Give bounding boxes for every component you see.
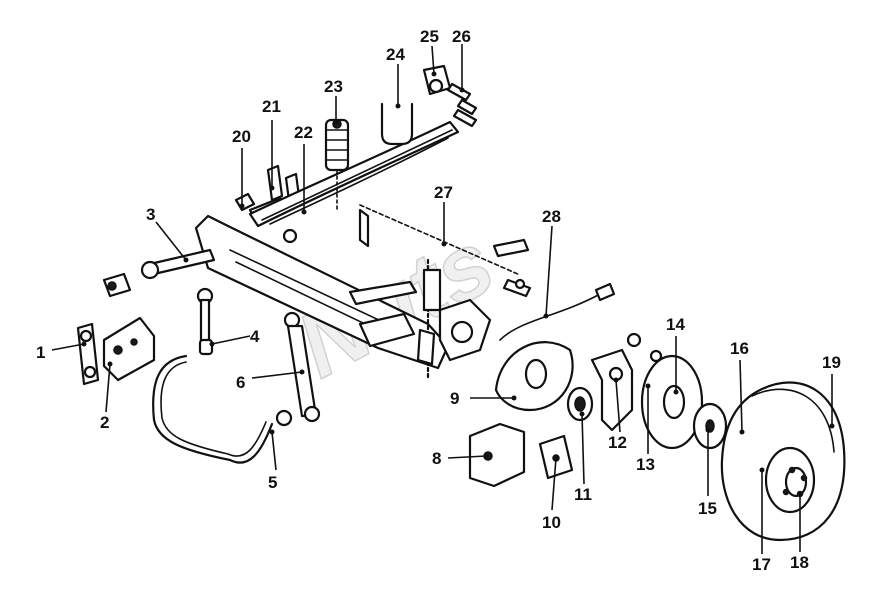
callout-16: 16: [730, 339, 749, 358]
callout-25: 25: [420, 27, 439, 46]
callout-6: 6: [236, 373, 245, 392]
callout-3: 3: [146, 205, 155, 224]
wheel-bearing: [566, 386, 594, 422]
front-axle-beam: [194, 204, 521, 370]
mount-bracket: [76, 322, 100, 386]
callout-8: 8: [432, 449, 441, 468]
callout-15: 15: [698, 499, 717, 518]
steering-box-plate: [102, 316, 156, 382]
brake-disc: [626, 332, 704, 450]
callout-10: 10: [542, 513, 561, 532]
callout-28: 28: [542, 207, 561, 226]
callout-26: 26: [452, 27, 471, 46]
tie-rod-end: [492, 238, 532, 298]
leader-lines: [51, 44, 835, 554]
leaf-spring: [248, 120, 460, 228]
wheel-and-tyre: [720, 381, 846, 542]
shackle-bracket: [422, 64, 478, 128]
brake-caliper: [468, 422, 526, 488]
callout-11: 11: [574, 485, 592, 504]
u-bolt: [380, 102, 414, 146]
callout-19: 19: [822, 353, 841, 372]
caliper-bracket: [590, 348, 634, 432]
steering-knuckle: [416, 258, 492, 382]
drop-link: [196, 287, 214, 356]
callout-1: 1: [36, 343, 45, 362]
brake-hose: [499, 282, 616, 341]
callout-23: 23: [324, 77, 343, 96]
callout-20: 20: [232, 127, 251, 146]
callout-17: 17: [752, 555, 771, 574]
callout-12: 12: [608, 433, 627, 452]
callout-9: 9: [450, 389, 459, 408]
wheel-hub: [692, 402, 728, 450]
callout-4: 4: [250, 327, 260, 346]
callout-labels: 1 2 3 4 5 6 8 9 10 11 12 13 14 15 16 17 …: [36, 27, 841, 574]
callout-14: 14: [666, 315, 685, 334]
dust-shield: [494, 341, 574, 412]
callout-24: 24: [386, 45, 405, 64]
anti-roll-bar: [152, 354, 293, 464]
callout-27: 27: [434, 183, 453, 202]
callout-5: 5: [268, 473, 277, 492]
steering-arm: [102, 248, 216, 298]
callout-21: 21: [262, 97, 281, 116]
callout-22: 22: [294, 123, 313, 142]
callout-18: 18: [790, 553, 809, 572]
callout-13: 13: [636, 455, 655, 474]
callout-2: 2: [100, 413, 109, 432]
